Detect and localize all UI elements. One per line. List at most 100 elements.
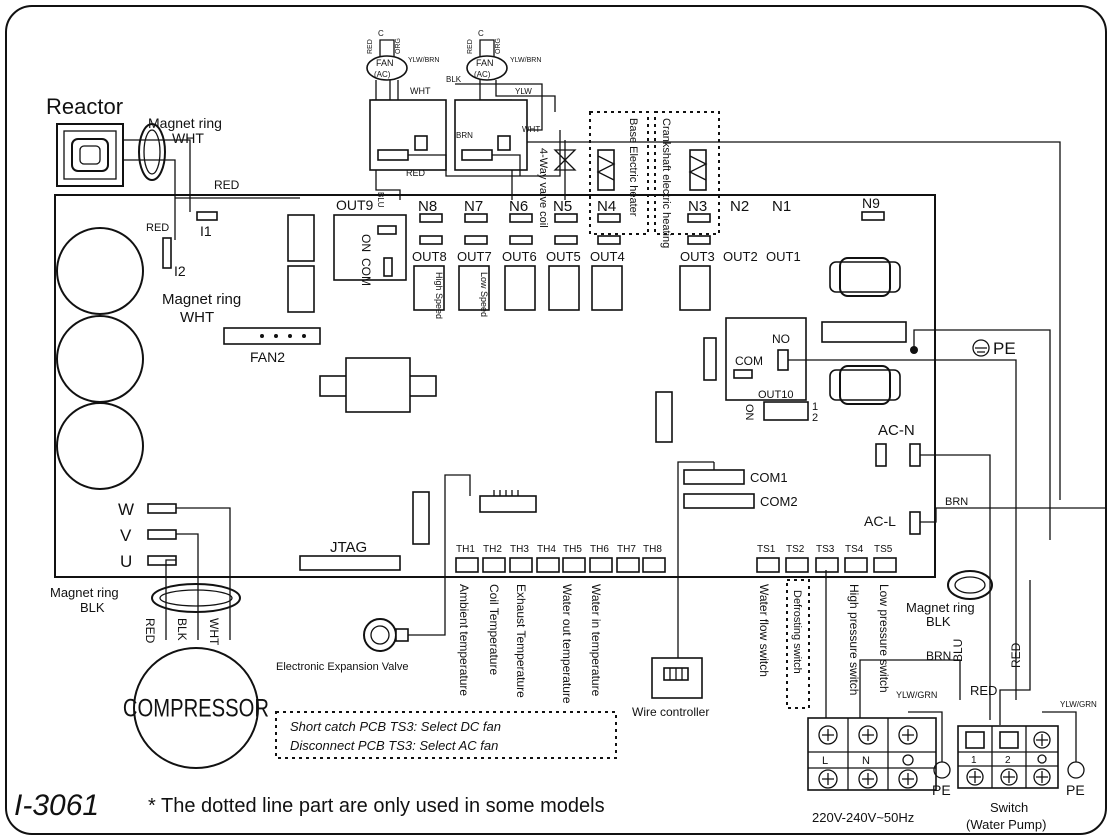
diagram-label: OUT7 (457, 249, 492, 264)
main-pcb (54, 194, 936, 578)
power-voltage-label: 220V-240V~50Hz (812, 810, 914, 825)
jtag-label: JTAG (330, 539, 367, 556)
diagram-label: N8 (418, 198, 437, 215)
power-n-label: N (862, 755, 870, 767)
fan-ac-1: FAN (AC) C RED ORG YLW/BRN (366, 29, 439, 81)
inductor-1 (829, 261, 901, 293)
base-heater-label: Base Electric heater (627, 118, 639, 217)
diagram-label: OUT8 (412, 249, 447, 264)
base-heater-box (589, 111, 649, 235)
out9-com: COM (359, 258, 373, 286)
diagram-label: N6 (509, 198, 528, 215)
high-speed-label: High Speed (434, 272, 444, 319)
reactor-label: Reactor (46, 94, 123, 119)
fan2-label: FAN2 (250, 349, 285, 365)
eev-icon (363, 618, 397, 652)
switch-low-pressure: Low pressure switch (877, 584, 891, 693)
diagram-frame (5, 5, 1107, 835)
sensor-coil: Coil Temperature (487, 584, 501, 675)
right-relay (725, 317, 807, 401)
diagram-label: TH7 (617, 544, 636, 555)
terminal-i2: I2 (174, 263, 186, 279)
wire-wht-top: WHT (410, 86, 431, 96)
com1-label: COM1 (750, 470, 788, 485)
wire-blu-right: BLU (951, 639, 965, 662)
diagram-label: TH1 (456, 544, 475, 555)
right-pe-label: PE (993, 339, 1016, 358)
crank-heater-label: Crankshaft electric heating (660, 118, 672, 248)
right-relay-com: COM (735, 354, 763, 368)
out10-dip[interactable] (763, 401, 809, 421)
wire-ylw-top: YLW (515, 87, 532, 96)
switch-high-pressure: High pressure switch (847, 584, 861, 695)
power-pe-icon (933, 761, 951, 779)
diagram-label: TS5 (874, 544, 893, 555)
defrost-dotted-box (786, 579, 810, 709)
diagram-label: ORG (495, 38, 502, 54)
capacitor-1 (56, 227, 144, 315)
sensor-exhaust: Exhaust Temperature (514, 584, 528, 698)
diagram-label: FAN (476, 58, 494, 68)
switch-water-flow: Water flow switch (757, 584, 771, 677)
wire-blk-v: BLK (175, 618, 189, 641)
diagram-label: TH2 (483, 544, 502, 555)
diagram-label: ORG (395, 38, 402, 54)
magnet-ring-right (947, 570, 993, 600)
diagram-label: N1 (772, 198, 791, 215)
power-pe-label: PE (932, 782, 951, 798)
wire-red-u: RED (143, 618, 157, 644)
magnet-ring-top-label: Magnet ring (148, 115, 222, 131)
sensor-water-out: Water out temperature (560, 584, 574, 704)
com2-connector (683, 493, 755, 509)
wire-controller-label: Wire controller (632, 705, 709, 719)
wire-wht-relay2: WHT (522, 125, 540, 134)
diagram-label: RED (467, 39, 474, 54)
capacitor-2 (56, 315, 144, 403)
wire-red-i1: RED (214, 178, 240, 192)
right-relay-no: NO (772, 332, 790, 346)
diagram-label: N4 (597, 198, 616, 215)
compressor (133, 647, 259, 769)
model-number: I-3061 (14, 789, 99, 822)
note-line-2: Disconnect PCB TS3: Select AC fan (290, 738, 498, 753)
magnet-ring-right-label: Magnet ring (906, 600, 975, 615)
wire-red-relay1: RED (406, 168, 426, 178)
magnet-ring-top-color: WHT (172, 130, 204, 146)
out10-one: 1 (812, 401, 818, 413)
out9-label: OUT9 (336, 197, 374, 213)
note-line-1: Short catch PCB TS3: Select DC fan (290, 719, 501, 734)
terminal-v: V (120, 526, 132, 545)
wire-ylwgrn-pump: YLW/GRN (1060, 700, 1097, 709)
pe-ground-icon (972, 339, 990, 357)
pump-water-pump-label: (Water Pump) (966, 817, 1046, 832)
terminal-u: U (120, 552, 132, 571)
out-terminals: OUT8 OUT7 OUT6 OUT5 OUT4 OUT3 OUT2 OUT1 (412, 235, 801, 264)
diagram-label: RED (367, 39, 374, 54)
fan-ac-2: FAN (AC) C RED ORG YLW/BRN (466, 29, 541, 81)
fan2-connector (223, 327, 321, 345)
compressor-label: COMPRESSOR (123, 693, 269, 722)
magnet-ring-bottom (151, 583, 241, 613)
diagram-label: C (478, 29, 484, 38)
inductor-2 (829, 369, 901, 401)
wire-controller-icon (651, 657, 703, 699)
footer-note: * The dotted line part are only used in … (148, 795, 605, 817)
diagram-label: TH4 (537, 544, 556, 555)
diagram-label: OUT2 (723, 249, 758, 264)
power-l-label: L (822, 755, 828, 767)
four-way-valve-label: 4-Way valve coil (537, 148, 549, 228)
diagram-label: N9 (862, 195, 880, 211)
out10-two: 2 (812, 412, 818, 424)
diagram-label: TS3 (816, 544, 835, 555)
com1-connector (683, 469, 745, 485)
diagram-label: TH3 (510, 544, 529, 555)
diagram-label: TS1 (757, 544, 776, 555)
ac-l-label: AC-L (864, 513, 896, 529)
wire-red-pump: RED (970, 683, 997, 698)
com2-label: COM2 (760, 494, 798, 509)
magnet-ring-right-color: BLK (926, 614, 951, 629)
n-terminals: N8 N7 N6 N5 N4 N3 N2 N1 N9 (418, 195, 885, 223)
wire-brn-relay2: BRN (456, 131, 473, 140)
magnet-ring-bottom-label: Magnet ring (50, 585, 119, 600)
